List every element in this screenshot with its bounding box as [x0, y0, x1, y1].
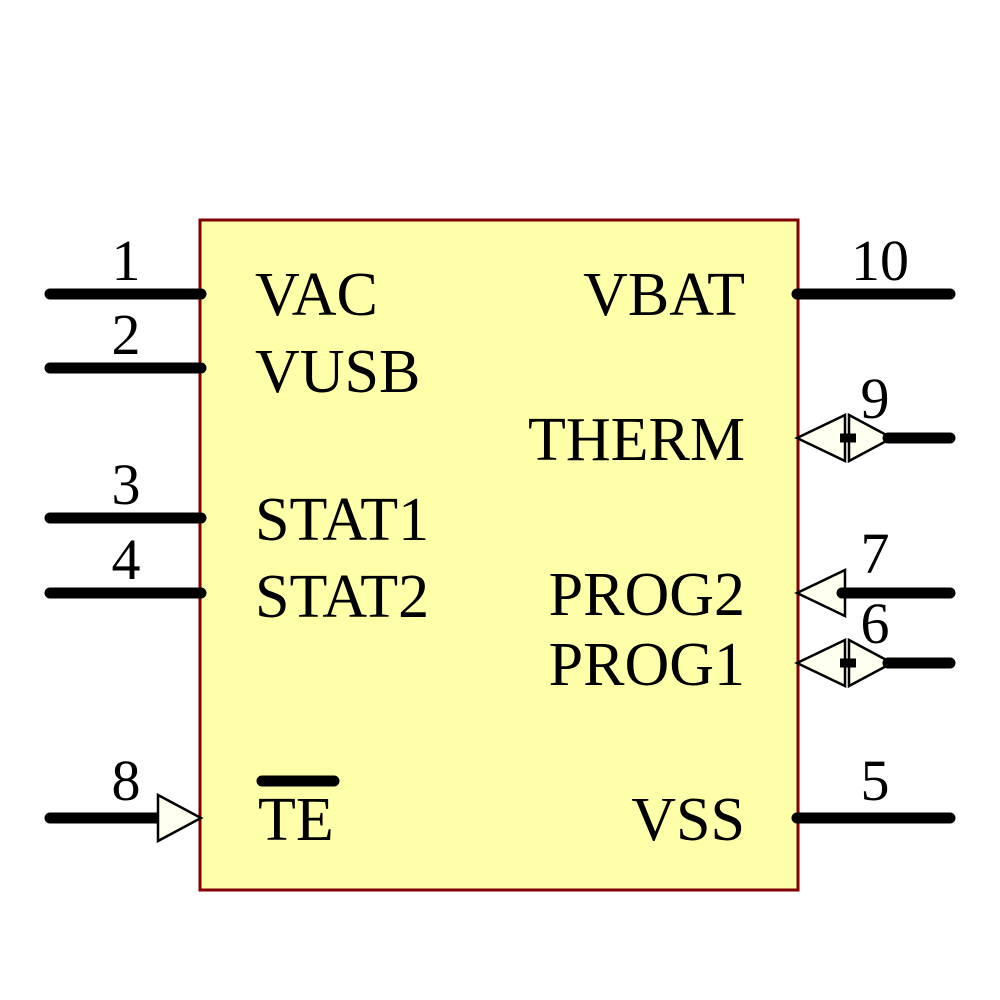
pin-9[interactable]: 9 THERM — [528, 366, 956, 474]
pin-2[interactable]: 2 VUSB — [44, 302, 420, 406]
pin-3-number: 3 — [112, 452, 141, 517]
pin-8-number: 8 — [112, 748, 141, 813]
pin-5-number: 5 — [861, 748, 890, 813]
pin-6-label: PROG1 — [549, 631, 745, 699]
pin-9-number: 9 — [861, 366, 890, 431]
pin-8[interactable]: 8 TE — [44, 748, 340, 854]
pin-6[interactable]: 6 PROG1 — [549, 591, 956, 699]
pin-6-number: 6 — [861, 591, 890, 656]
pin-7-number: 7 — [861, 521, 890, 586]
pin-1[interactable]: 1 VAC — [44, 228, 378, 329]
pin-8-label: TE — [258, 786, 334, 854]
pin-10-label: VBAT — [583, 261, 745, 329]
pin-3[interactable]: 3 STAT1 — [44, 452, 429, 554]
pin-5[interactable]: 5 VSS — [631, 748, 956, 854]
pin-7[interactable]: 7 PROG2 — [549, 521, 956, 629]
pin-2-number: 2 — [112, 302, 141, 367]
pin-9-bidirectional-arrow-left-icon — [794, 413, 847, 463]
pin-8-input-arrow-icon — [156, 792, 204, 844]
pin-7-label: PROG2 — [549, 561, 745, 629]
pin-1-number: 1 — [112, 228, 141, 293]
pin-6-bidirectional-arrow-left-icon — [794, 638, 847, 688]
pin-4-number: 4 — [112, 527, 141, 592]
pin-3-label: STAT1 — [255, 486, 429, 554]
pin-1-label: VAC — [255, 261, 378, 329]
pin-5-label: VSS — [631, 786, 745, 854]
pin-10-number: 10 — [851, 228, 909, 293]
pin-9-label: THERM — [528, 406, 745, 474]
pin-2-label: VUSB — [255, 338, 420, 406]
pin-10[interactable]: 10 VBAT — [583, 228, 956, 329]
pin-4[interactable]: 4 STAT2 — [44, 527, 429, 631]
pin-4-label: STAT2 — [255, 563, 429, 631]
